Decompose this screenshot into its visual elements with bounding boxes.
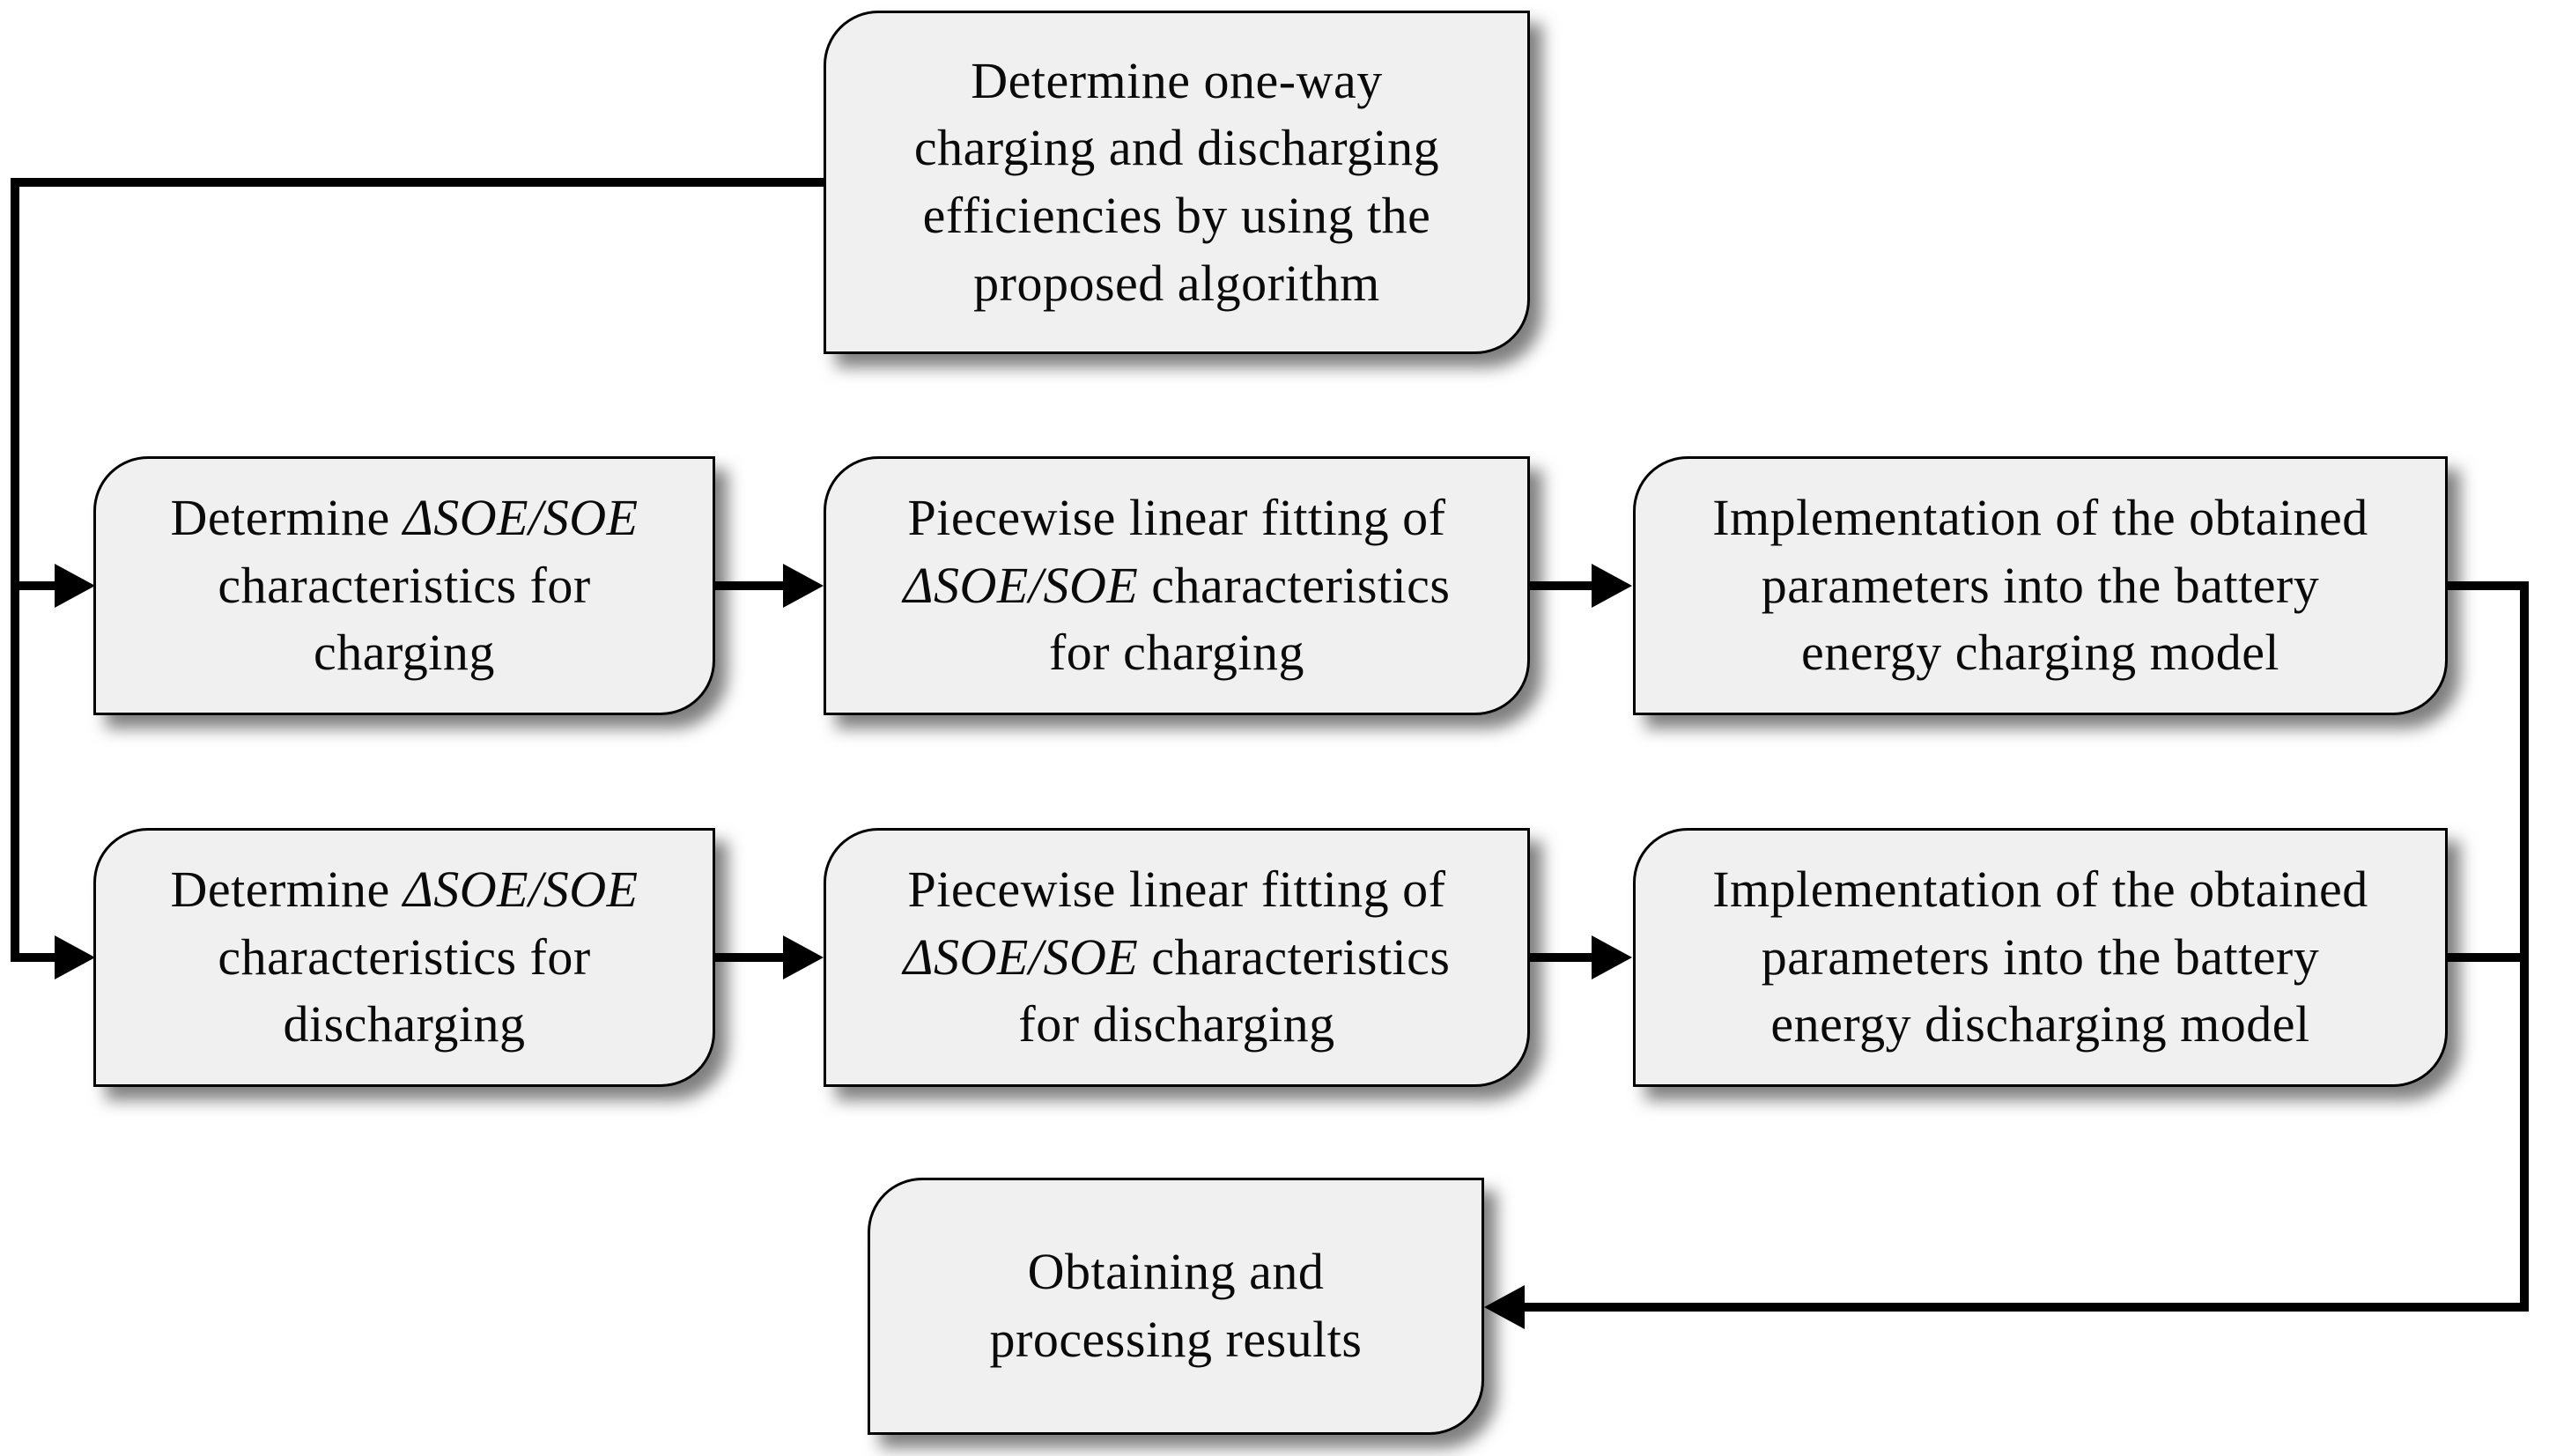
- node-implementation-charging: Implementation of the obtained parameter…: [1633, 456, 2448, 715]
- node-determine-efficiencies-text: Determine one-way charging and dischargi…: [893, 48, 1460, 317]
- delta-soe-term: ΔSOE/SOE: [403, 489, 639, 547]
- text-line: Piecewise linear fitting of: [907, 489, 1446, 547]
- text-line: ΔSOE/SOE characteristics: [904, 552, 1451, 620]
- node-fitting-discharging-text: Piecewise linear fitting of ΔSOE/SOE cha…: [883, 856, 1472, 1059]
- connector-stem-implementation-discharging: [1528, 953, 1594, 962]
- delta-soe-term: ΔSOE/SOE: [903, 928, 1139, 986]
- node-determine-discharging: Determine ΔSOE/SOE characteristics for d…: [93, 828, 715, 1087]
- text-line: Determine ΔSOE/SOE: [170, 484, 638, 552]
- connector-top-horizontal: [11, 178, 824, 187]
- text-line: proposed algorithm: [973, 254, 1380, 312]
- node-determine-efficiencies: Determine one-way charging and dischargi…: [824, 11, 1530, 354]
- node-implementation-discharging: Implementation of the obtained parameter…: [1633, 828, 2448, 1087]
- text-line: Obtaining and: [1027, 1243, 1325, 1301]
- node-implementation-charging-text: Implementation of the obtained parameter…: [1691, 484, 2390, 687]
- arrowhead-fitting-discharging: [783, 935, 824, 979]
- node-results-text: Obtaining and processing results: [969, 1238, 1384, 1373]
- connector-stem-determine-charging: [11, 581, 59, 590]
- text-line: Determine one-way: [971, 51, 1383, 109]
- text-line: Determine ΔSOE/SOE: [170, 856, 638, 924]
- arrowhead-determine-charging: [55, 564, 95, 608]
- node-fitting-discharging: Piecewise linear fitting of ΔSOE/SOE cha…: [824, 828, 1530, 1087]
- node-determine-discharging-text: Determine ΔSOE/SOE characteristics for d…: [149, 856, 659, 1059]
- text-segment: characteristics: [1138, 928, 1451, 986]
- node-results: Obtaining and processing results: [868, 1178, 1484, 1435]
- text-line: charging: [314, 624, 495, 682]
- text-line: parameters into the battery: [1761, 556, 2320, 614]
- text-line: Implementation of the obtained: [1712, 861, 2368, 919]
- text-line: charging and discharging: [913, 119, 1440, 177]
- connector-left-vertical: [11, 178, 19, 962]
- text-line: energy discharging model: [1770, 995, 2310, 1053]
- connector-stem-exit-charging: [2446, 581, 2529, 590]
- text-line: processing results: [989, 1311, 1363, 1368]
- text-line: discharging: [283, 995, 526, 1053]
- delta-soe-term: ΔSOE/SOE: [403, 861, 639, 919]
- node-implementation-discharging-text: Implementation of the obtained parameter…: [1691, 856, 2390, 1059]
- text-line: characteristics for: [218, 556, 591, 614]
- text-line: energy charging model: [1800, 624, 2280, 682]
- connector-stem-fitting-charging: [713, 581, 786, 590]
- node-determine-charging-text: Determine ΔSOE/SOE characteristics for c…: [149, 484, 659, 687]
- arrowhead-implementation-discharging: [1592, 935, 1632, 979]
- connector-right-vertical: [2520, 581, 2529, 1312]
- text-segment: characteristics: [1138, 556, 1451, 614]
- node-fitting-charging: Piecewise linear fitting of ΔSOE/SOE cha…: [824, 456, 1530, 715]
- text-line: for discharging: [1018, 995, 1335, 1053]
- node-determine-charging: Determine ΔSOE/SOE characteristics for c…: [93, 456, 715, 715]
- connector-stem-implementation-charging: [1528, 581, 1594, 590]
- delta-soe-term: ΔSOE/SOE: [903, 556, 1139, 614]
- connector-stem-results: [1523, 1303, 2529, 1312]
- text-line: characteristics for: [218, 928, 591, 986]
- arrowhead-results: [1484, 1285, 1525, 1329]
- text-line: efficiencies by using the: [922, 187, 1431, 244]
- text-line: parameters into the battery: [1761, 928, 2320, 986]
- arrowhead-determine-discharging: [55, 935, 95, 979]
- node-fitting-charging-text: Piecewise linear fitting of ΔSOE/SOE cha…: [883, 484, 1472, 687]
- text-line: ΔSOE/SOE characteristics: [904, 924, 1451, 992]
- arrowhead-fitting-charging: [783, 564, 824, 608]
- connector-stem-determine-discharging: [11, 953, 59, 962]
- text-line: for charging: [1048, 624, 1304, 682]
- connector-stem-fitting-discharging: [713, 953, 786, 962]
- text-segment: Determine: [170, 489, 403, 547]
- text-line: Piecewise linear fitting of: [907, 861, 1446, 919]
- arrowhead-implementation-charging: [1592, 564, 1632, 608]
- connector-stem-exit-discharging: [2446, 953, 2529, 962]
- text-segment: Determine: [170, 861, 403, 919]
- text-line: Implementation of the obtained: [1712, 489, 2368, 547]
